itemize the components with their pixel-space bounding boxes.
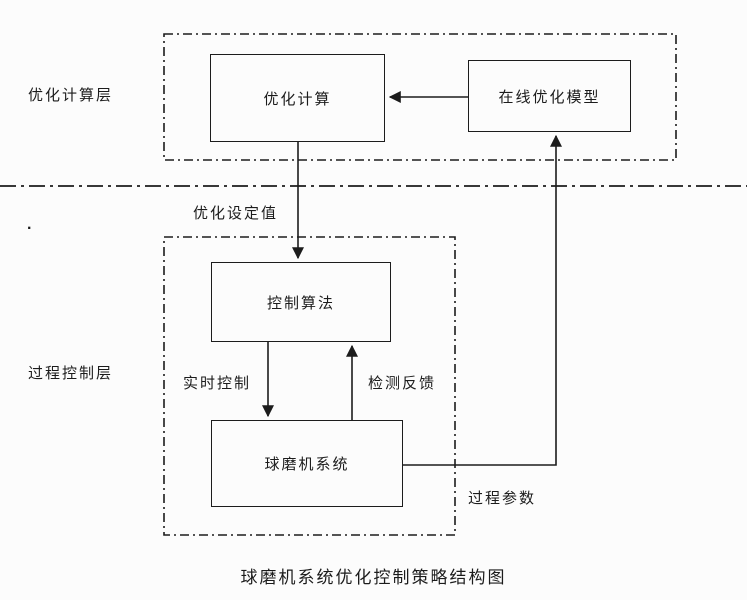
scan-artifact-dot: .: [27, 216, 32, 233]
optimization-layer-label: 优化计算层: [28, 87, 114, 104]
node-online-optimization-model-label: 在线优化模型: [498, 88, 601, 106]
node-ball-mill-system-label: 球磨机系统: [264, 456, 350, 473]
node-optimization-computation-label: 优化计算: [263, 90, 332, 108]
node-control-algorithm: 控制算法: [211, 262, 391, 342]
node-ball-mill-system: 球磨机系统: [211, 420, 403, 507]
detection-feedback-label: 检测反馈: [368, 375, 437, 392]
diagram-caption: 球磨机系统优化控制策略结构图: [240, 568, 507, 587]
process-parameters-arrow: [403, 134, 562, 466]
process-parameters-label: 过程参数: [468, 490, 537, 507]
realtime-control-label: 实时控制: [183, 375, 252, 392]
optimized-setpoint-label: 优化设定值: [193, 205, 279, 222]
process-layer-label: 过程控制层: [28, 365, 114, 382]
node-optimization-computation: 优化计算: [210, 54, 385, 142]
node-online-optimization-model: 在线优化模型: [468, 60, 631, 132]
node-control-algorithm-label: 控制算法: [266, 294, 335, 312]
